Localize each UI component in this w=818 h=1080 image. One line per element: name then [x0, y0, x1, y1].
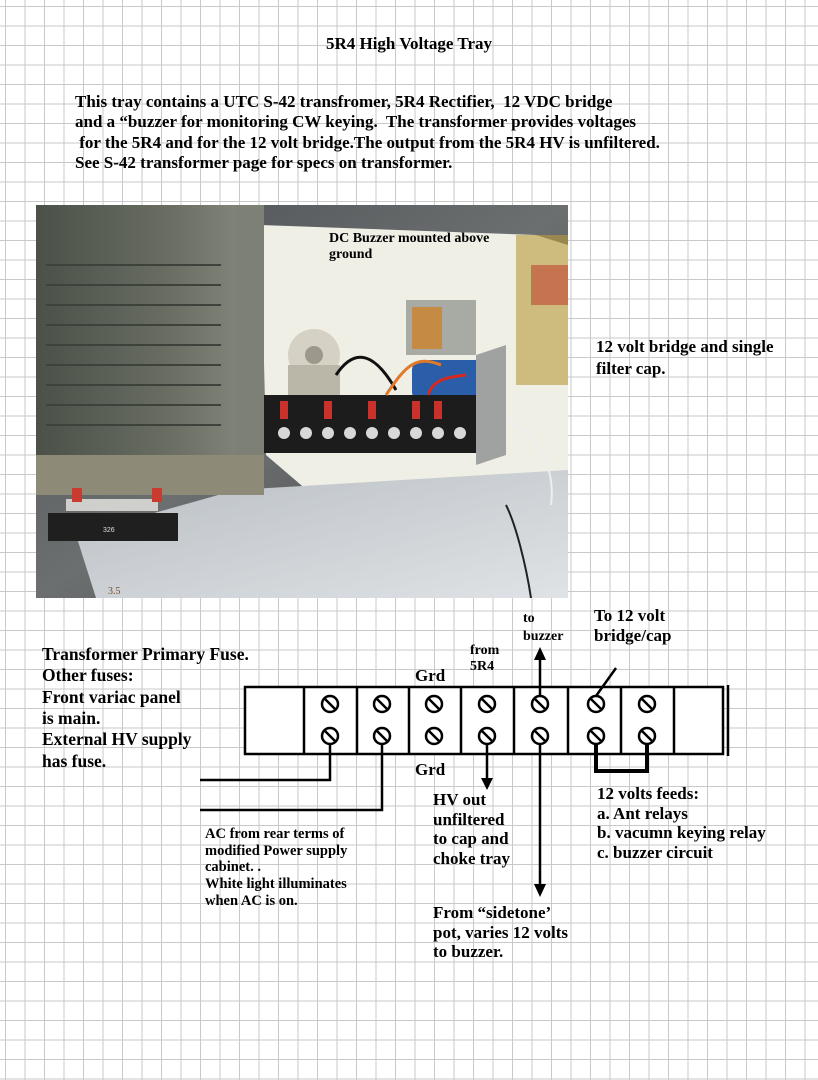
buzzer-callout: DC Buzzer mounted above ground	[329, 231, 490, 263]
to-buzzer-label: to buzzer	[523, 611, 564, 644]
to-buzzer-arrow	[534, 647, 546, 660]
hv-out-arrow	[481, 778, 493, 790]
bridge-callout: 12 volt bridge and single filter cap.	[596, 337, 774, 379]
fuse-holder-text: 326	[103, 527, 115, 534]
hv-out-label: HV out unfiltered to cap and choke tray	[433, 790, 510, 868]
sidetone-arrow	[534, 884, 546, 897]
twelve-volt-feeds-label: 12 volts feeds: a. Ant relays b. vacumn …	[597, 784, 766, 862]
grd-top-label: Grd	[415, 666, 446, 685]
handwritten-text: 3.5	[108, 586, 121, 597]
sidetone-label: From “sidetone’ pot, varies 12 volts to …	[433, 903, 569, 962]
fuse-label: Transformer Primary Fuse. Other fuses: F…	[42, 644, 249, 771]
page-title: 5R4 High Voltage Tray	[325, 34, 493, 53]
grd-bottom-label: Grd	[415, 760, 446, 779]
ac-source-label: AC from rear terms of modified Power sup…	[205, 826, 348, 909]
to-bridge-label: To 12 volt bridge/cap	[594, 606, 672, 645]
filter-capacitor	[412, 360, 492, 402]
ac-wire-1	[200, 744, 332, 782]
hv-tray-photo: 326 3.5	[36, 205, 568, 598]
bridge-wire	[594, 667, 618, 697]
aluminum-plate	[76, 470, 568, 598]
fuse-holder	[48, 513, 178, 541]
intro-paragraph: This tray contains a UTC S-42 transfrome…	[75, 92, 660, 173]
ac-wire-2	[200, 744, 384, 812]
twelve-volt-jumper	[594, 744, 649, 773]
photo-illustration: 326 3.5	[36, 205, 568, 598]
wiring-schematic	[200, 647, 730, 897]
terminal-dividers	[302, 687, 676, 754]
from-5r4-label: from 5R4	[470, 643, 500, 675]
